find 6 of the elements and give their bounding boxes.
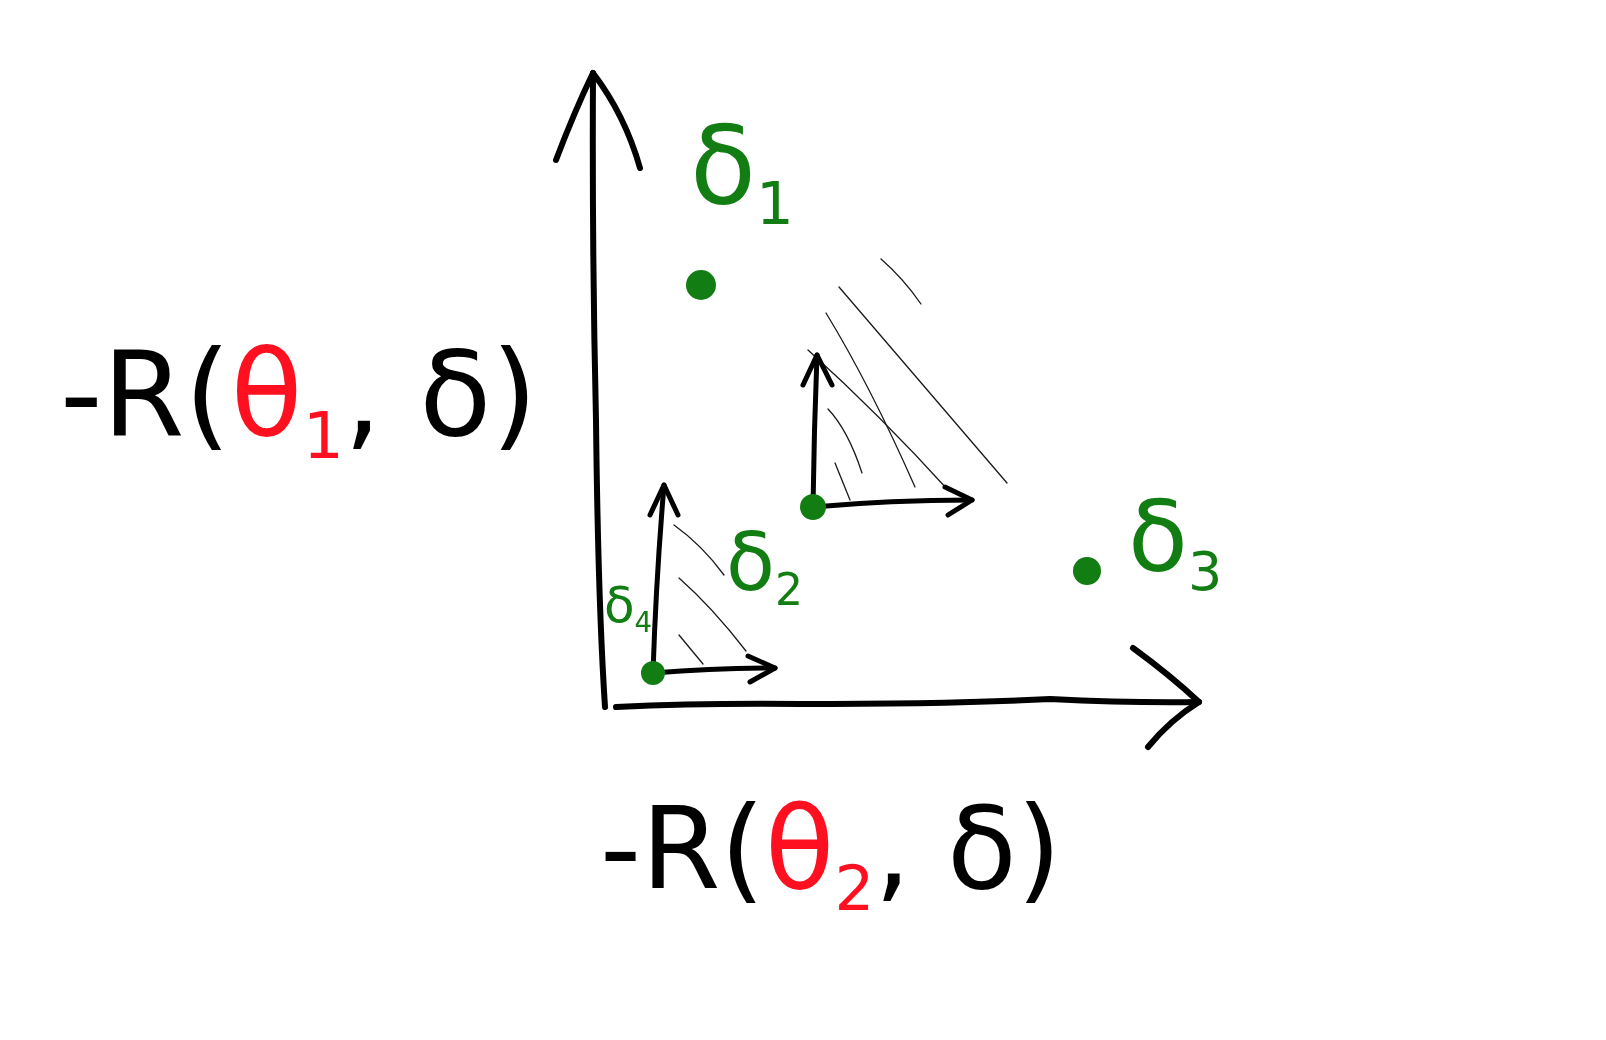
point-label: δ$_{2}$ (726, 523, 803, 618)
point-label: δ$_{4}$ (604, 580, 653, 640)
axis-label: -R(θ$_{1}$, δ) (60, 335, 538, 475)
axis-label: -R(θ$_{2}$, δ) (600, 792, 1062, 927)
point-label: δ$_{3}$ (1128, 488, 1223, 605)
point-label: δ$_{1}$ (690, 112, 794, 240)
